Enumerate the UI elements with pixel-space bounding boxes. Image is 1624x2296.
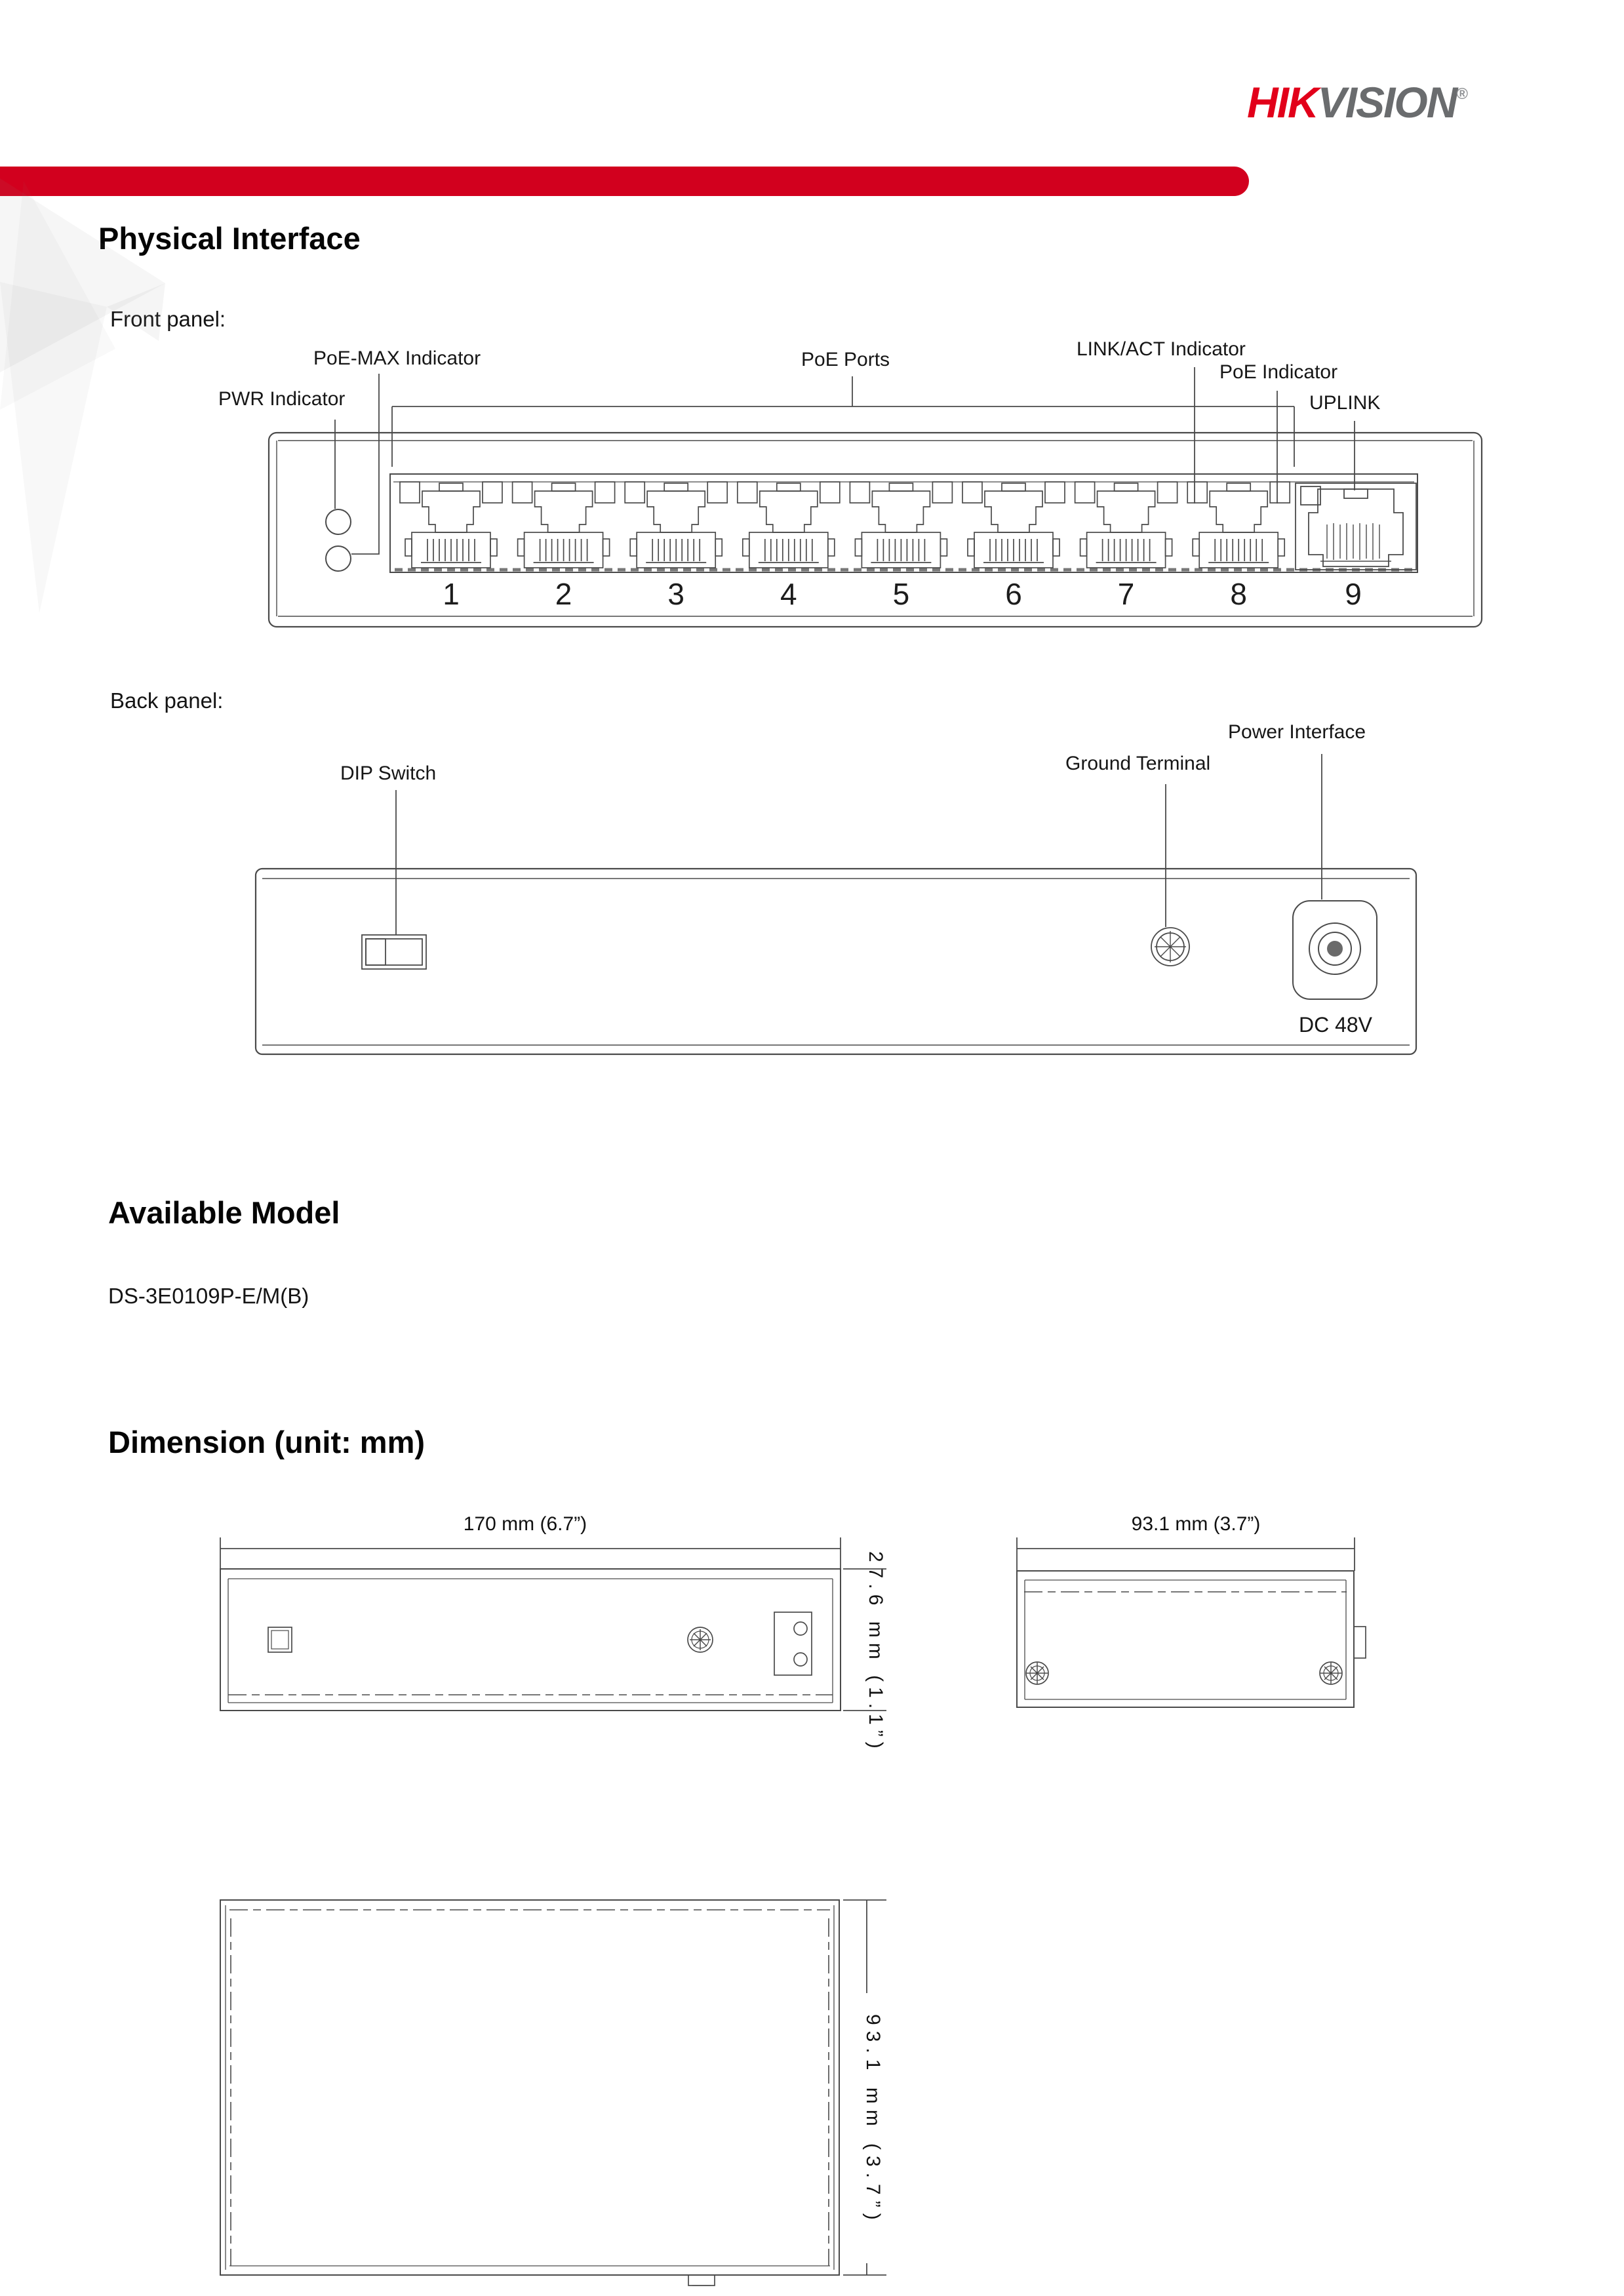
dim-top-view	[220, 1899, 886, 2286]
callout-poe-max-indicator: PoE-MAX Indicator	[313, 347, 481, 369]
ground-screw-top	[687, 1627, 713, 1653]
dim-line-170mm	[220, 1537, 841, 1571]
dim-side-view	[1016, 1537, 1366, 1708]
power-nub	[688, 2274, 715, 2286]
port-strip	[389, 473, 1418, 573]
rj45-port	[962, 481, 1065, 568]
side-screw-right	[1319, 1661, 1343, 1685]
dip-switch-top	[267, 1627, 292, 1653]
port-number: 4	[780, 577, 797, 611]
side-screw-left	[1025, 1661, 1049, 1685]
dc-48v-label: DC 48V	[1298, 1013, 1373, 1037]
dim-ticks-27mm	[843, 1568, 886, 1711]
port-number: 9	[1345, 577, 1362, 611]
power-connector-top	[774, 1612, 812, 1676]
port-number: 7	[1118, 577, 1135, 611]
rj45-port	[1074, 481, 1178, 568]
dim-rear-view	[220, 1537, 886, 1711]
rj45-port	[736, 481, 841, 568]
callout-poe-ports: PoE Ports	[801, 349, 890, 370]
available-model-title: Available Model	[108, 1195, 340, 1230]
back-panel-drawing	[254, 754, 1417, 1056]
uplink-port	[1295, 483, 1417, 570]
logo-vision-text: VISION	[1317, 78, 1458, 127]
rj45-ports: 1 2 3 4 5 6 7 8 9	[399, 481, 1362, 611]
callout-uplink: UPLINK	[1309, 392, 1381, 414]
rj45-port	[511, 481, 616, 568]
logo-hik-text: HIK	[1247, 78, 1319, 127]
dip-switch	[361, 934, 427, 970]
front-panel-leader-lines	[334, 367, 1355, 555]
rj45-port	[849, 481, 953, 568]
watermark-triangles	[0, 178, 165, 613]
port-number: 3	[667, 577, 684, 611]
port-number: 8	[1230, 577, 1247, 611]
dim-width-label: 170 mm (6.7”)	[463, 1513, 587, 1535]
rj45-port	[399, 481, 503, 568]
front-panel-outline	[267, 431, 1483, 628]
callout-link-act-indicator: LINK/ACT Indicator	[1077, 338, 1246, 360]
back-panel-label: Back panel:	[110, 688, 224, 713]
pwr-led	[325, 509, 351, 535]
rj45-port	[624, 481, 728, 568]
port-number: 6	[1005, 577, 1022, 611]
poe-max-led	[325, 545, 351, 572]
hikvision-logo: HIKVISION®	[1247, 77, 1468, 127]
port-number: 2	[555, 577, 572, 611]
front-panel-label: Front panel:	[110, 307, 226, 331]
port-number: 5	[893, 577, 910, 611]
back-panel-leader-lines	[395, 754, 1322, 935]
dimension-title: Dimension (unit: mm)	[108, 1425, 426, 1459]
port-number: 1	[443, 577, 460, 611]
registered-trademark-icon: ®	[1456, 85, 1469, 103]
dim-line-93mm	[1016, 1537, 1355, 1571]
callout-ground-terminal: Ground Terminal	[1065, 753, 1211, 774]
callout-dip-switch: DIP Switch	[340, 762, 437, 784]
front-panel-drawing: 1 2 3 4 5 6 7 8 9	[267, 367, 1483, 628]
accent-red-bar	[0, 167, 1249, 196]
physical-interface-title: Physical Interface	[98, 221, 361, 256]
poe-max-leader	[351, 374, 380, 555]
dim-depth-top-label: 93.1 mm (3.7”)	[1131, 1513, 1261, 1535]
back-panel-outline	[254, 867, 1417, 1056]
callout-pwr-indicator: PWR Indicator	[218, 388, 346, 410]
callout-poe-indicator: PoE Indicator	[1219, 361, 1338, 383]
power-interface-jack	[1292, 900, 1377, 1000]
side-tab	[1353, 1626, 1366, 1659]
model-number: DS-3E0109P-E/M(B)	[108, 1284, 309, 1308]
callout-power-interface: Power Interface	[1228, 721, 1366, 743]
rj45-port	[1187, 481, 1291, 568]
dim-ticks-93mm-side	[843, 1899, 886, 2276]
poe-ports-bracket	[391, 376, 1295, 467]
ground-terminal	[1151, 927, 1190, 966]
